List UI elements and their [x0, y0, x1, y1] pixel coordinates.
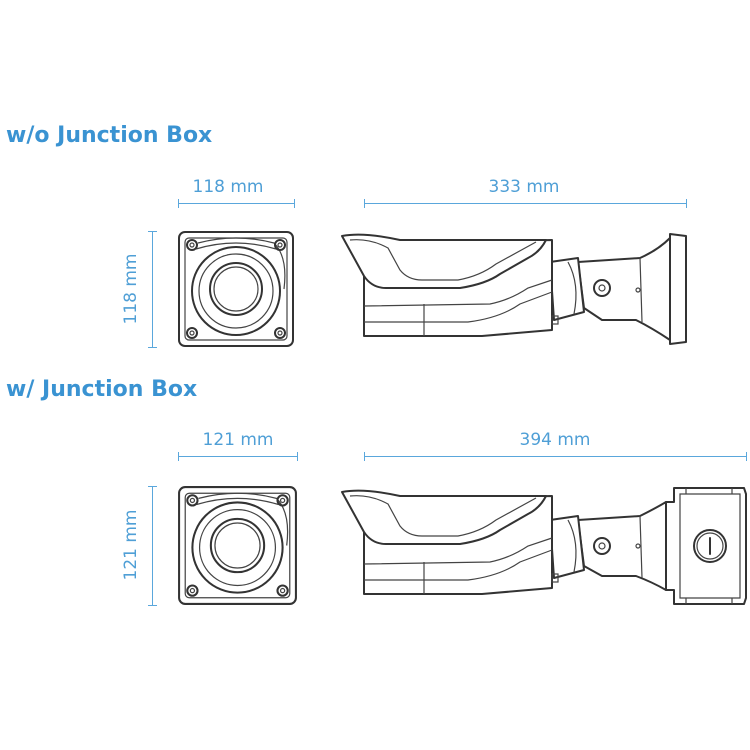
front-width-tick-right	[297, 452, 298, 461]
front-width-label: 121 mm	[202, 430, 274, 450]
front-width-tick-left	[178, 199, 179, 208]
camera-side-view	[341, 233, 687, 345]
front-width-line	[178, 203, 294, 204]
camera-front-view	[178, 486, 297, 605]
front-height-line	[152, 231, 153, 347]
front-width-tick-right	[294, 199, 295, 208]
section-title-with-junction-box: w/ Junction Box	[6, 377, 198, 402]
front-width-tick-left	[178, 452, 179, 461]
front-height-tick-bottom	[148, 605, 157, 606]
side-length-line	[364, 456, 746, 457]
side-length-label: 394 mm	[519, 430, 591, 450]
front-height-tick-top	[148, 231, 157, 232]
section-title-without-junction-box: w/o Junction Box	[6, 123, 213, 148]
front-height-label: 118 mm	[121, 253, 141, 325]
front-height-tick-bottom	[148, 347, 157, 348]
side-length-line	[364, 203, 686, 204]
front-width-label: 118 mm	[192, 177, 264, 197]
side-length-tick-right	[686, 199, 687, 208]
front-width-line	[178, 456, 297, 457]
front-height-tick-top	[148, 486, 157, 487]
camera-front-view	[178, 231, 294, 347]
side-length-tick-left	[364, 199, 365, 208]
front-height-line	[152, 486, 153, 605]
side-length-label: 333 mm	[488, 177, 560, 197]
camera-side-view-with-junction-box	[341, 487, 747, 605]
front-height-label: 121 mm	[121, 509, 141, 581]
side-length-tick-right	[746, 452, 747, 461]
side-length-tick-left	[364, 452, 365, 461]
